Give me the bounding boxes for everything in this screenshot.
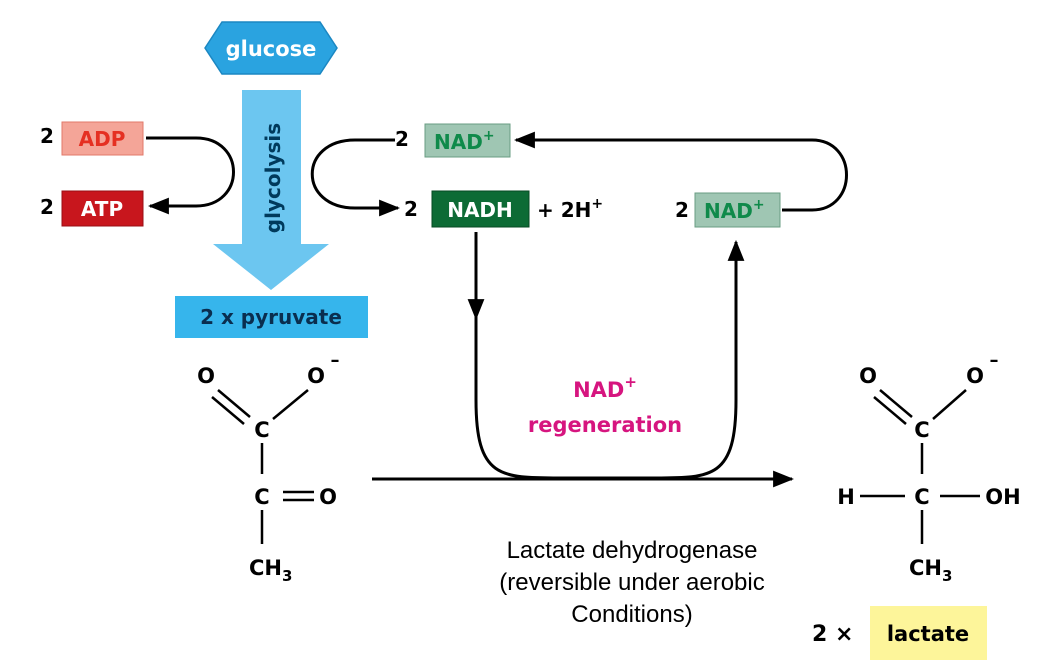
glucose-label: glucose	[226, 37, 317, 61]
nadh-coefficient: 2	[404, 197, 418, 221]
glycolysis-label: glycolysis	[261, 123, 285, 233]
pyruvate-structure: O O – C C O CH3	[197, 350, 339, 585]
lactate-oh: OH	[985, 485, 1020, 509]
pyruvate-o-right: O	[307, 364, 325, 388]
nad-top-group: 2 NAD+	[395, 123, 511, 158]
lactate-label: lactate	[887, 622, 969, 646]
nad-regeneration-arrow	[474, 232, 745, 480]
lactate-c2: C	[914, 485, 929, 509]
nadh-label: NADH	[447, 198, 513, 222]
adp-group: 2 ADP	[40, 121, 144, 156]
pyruvate-charge: –	[331, 350, 340, 371]
pyruvate-c1: C	[254, 418, 269, 442]
pyruvate-o-keto: O	[319, 485, 337, 509]
lactate-h: H	[837, 485, 855, 509]
glucose-node: glucose	[204, 21, 338, 75]
lactate-structure: O O – C H C OH CH3	[837, 350, 1021, 585]
pyruvate-c2: C	[254, 485, 269, 509]
lactate-coefficient: 2 ×	[812, 622, 853, 647]
regeneration-line1: NAD+	[573, 373, 637, 402]
lactate-o-left: O	[859, 364, 877, 388]
enzyme-label: Lactate dehydrogenase (reversible under …	[499, 537, 764, 628]
regeneration-line2: regeneration	[528, 413, 682, 437]
enzyme-line3: Conditions)	[571, 601, 692, 628]
nad-right-group: 2 NAD+	[675, 192, 781, 228]
pyruvate-box-label: 2 x pyruvate	[200, 305, 342, 329]
pyruvate-box: 2 x pyruvate	[175, 296, 368, 338]
lactate-ch3: CH3	[909, 556, 952, 585]
nad-regeneration-label: NAD+ regeneration	[528, 373, 682, 437]
enzyme-line2: (reversible under aerobic	[499, 569, 764, 596]
lactate-o-right: O	[966, 364, 984, 388]
lactate-c1: C	[914, 418, 929, 442]
adp-label: ADP	[79, 127, 126, 151]
adp-to-atp-arrow	[146, 136, 235, 215]
nadh-group: 2 NADH + 2H+	[404, 190, 603, 228]
atp-coefficient: 2	[40, 195, 54, 219]
nad-top-coefficient: 2	[395, 127, 409, 151]
pyruvate-ch3: CH3	[249, 556, 292, 585]
nad-right-label: NAD+	[704, 197, 765, 223]
glycolysis-arrow: glycolysis	[213, 90, 329, 290]
adp-coefficient: 2	[40, 124, 54, 148]
nad-to-nadh-arrow	[310, 138, 401, 217]
nad-top-label: NAD+	[434, 128, 495, 154]
nad-right-coefficient: 2	[675, 198, 689, 222]
atp-label: ATP	[81, 197, 123, 221]
atp-group: 2 ATP	[40, 190, 144, 227]
nad-recycle-arrow	[513, 131, 848, 212]
pyruvate-o-left: O	[197, 364, 215, 388]
lactate-charge: –	[990, 350, 999, 371]
enzyme-line1: Lactate dehydrogenase	[507, 537, 758, 564]
h-plus-label: + 2H+	[537, 196, 603, 222]
lactate-product: 2 × lactate	[812, 606, 987, 660]
